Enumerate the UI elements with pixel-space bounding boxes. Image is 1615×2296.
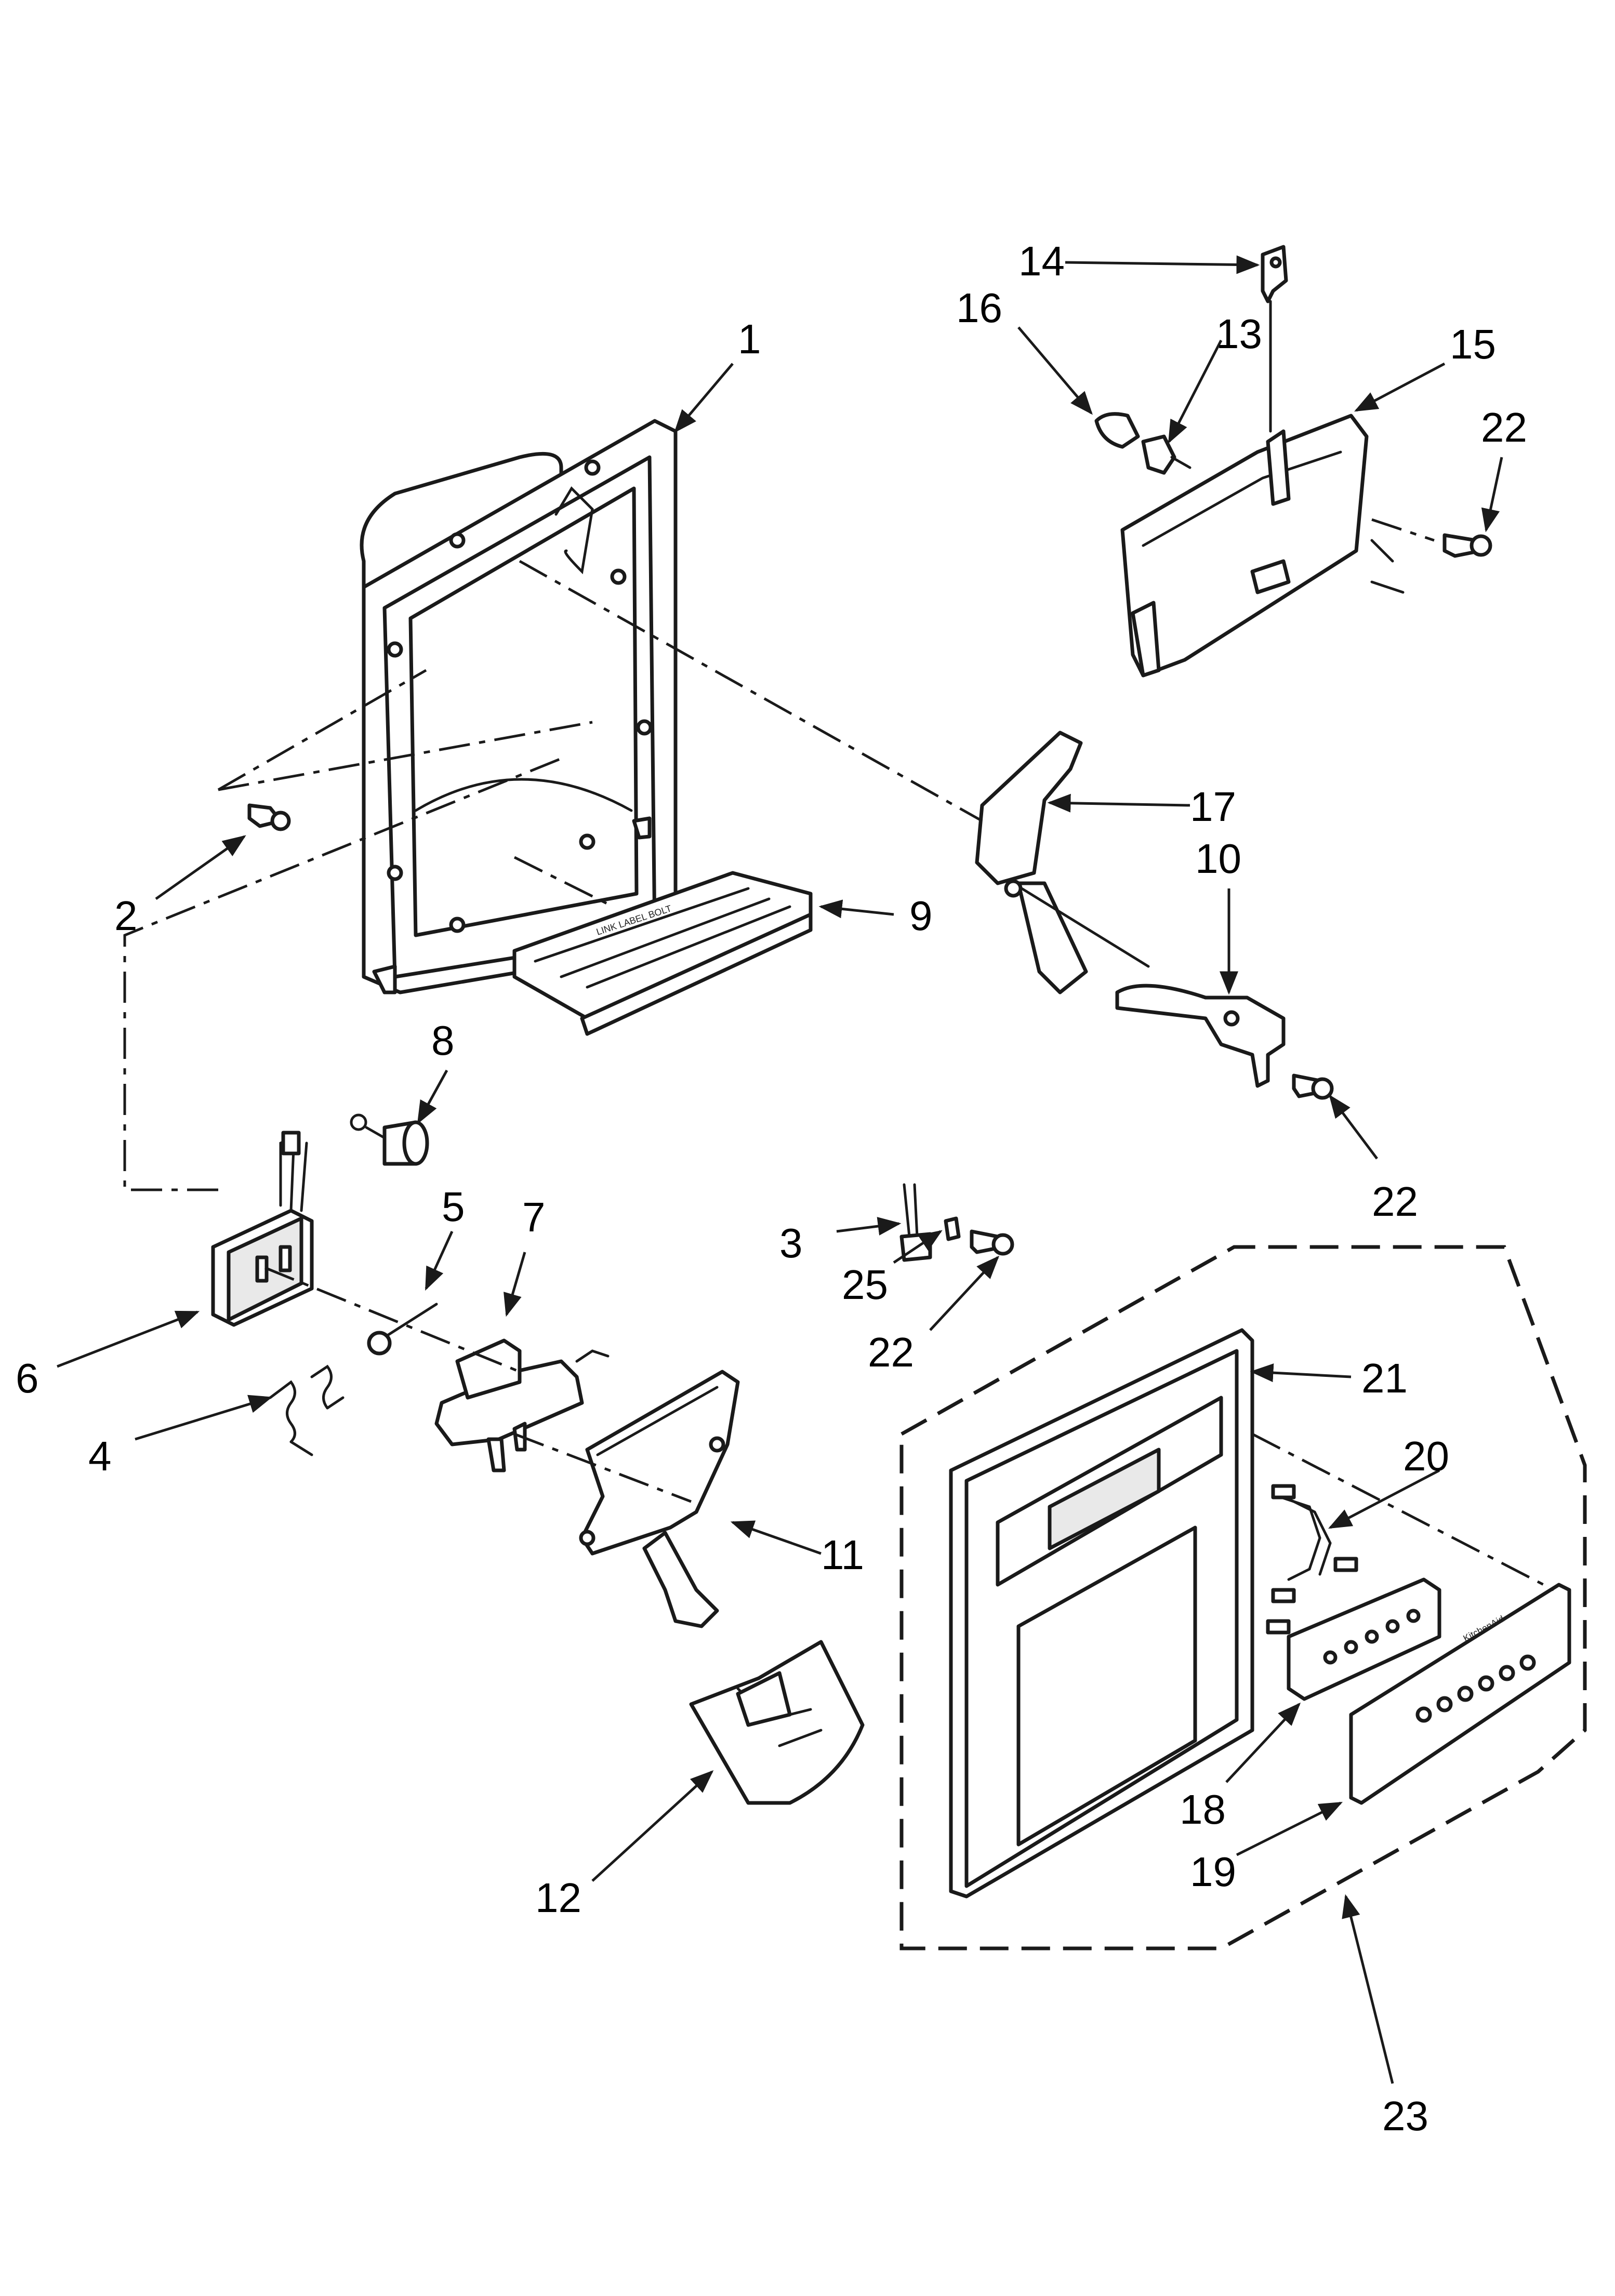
door-housing-bracket — [1120, 414, 1405, 678]
dispenser-lever — [1115, 984, 1286, 1088]
screw-22-middle — [970, 1229, 1014, 1256]
callout-10: 10 — [1195, 835, 1241, 882]
actuator-part-14 — [1261, 245, 1288, 433]
socket-part-13 — [1141, 434, 1192, 475]
callout-3: 3 — [779, 1220, 803, 1266]
auger-motor — [211, 1131, 314, 1327]
chute-door-part-11 — [579, 1370, 740, 1628]
callout-22-top: 22 — [1481, 404, 1527, 450]
wire-harness-part-20 — [1266, 1484, 1358, 1635]
callout-25: 25 — [842, 1262, 888, 1308]
dispenser-front-panel — [949, 1328, 1254, 1899]
callout-19: 19 — [1190, 1849, 1236, 1895]
drip-tray: LINK LABEL BOLT — [512, 871, 813, 1036]
callout-13: 13 — [1216, 311, 1262, 357]
callout-12: 12 — [535, 1875, 581, 1921]
callout-6: 6 — [16, 1355, 39, 1401]
ice-bucket-part-12 — [689, 1640, 865, 1805]
dispenser-housing — [360, 419, 678, 994]
callout-18: 18 — [1180, 1786, 1226, 1833]
springs-part-4 — [269, 1364, 345, 1456]
alignment-lines — [123, 518, 1555, 1591]
callout-22-lever: 22 — [1372, 1178, 1418, 1225]
callout-4: 4 — [88, 1433, 112, 1479]
callout-16: 16 — [956, 285, 1002, 331]
callout-20: 20 — [1403, 1433, 1449, 1479]
leader-lines — [57, 255, 1503, 2084]
callout-15: 15 — [1450, 321, 1496, 367]
callout-5: 5 — [442, 1184, 465, 1230]
callout-11: 11 — [821, 1532, 864, 1578]
callout-17: 17 — [1190, 784, 1236, 830]
callout-7: 7 — [522, 1194, 546, 1240]
ice-chute-door-arm — [975, 731, 1150, 994]
screw-part-2 — [247, 803, 291, 831]
callout-14: 14 — [1018, 238, 1065, 284]
pin-part-5 — [367, 1303, 438, 1356]
damper-part-8 — [350, 1113, 429, 1166]
callout-2: 2 — [114, 893, 138, 939]
callout-22-middle: 22 — [868, 1329, 914, 1375]
callout-labels: 1 2 3 4 5 6 7 8 9 10 11 12 13 14 15 16 1… — [16, 238, 1527, 2139]
control-overlay-part-19: KitchenAid — [1349, 1583, 1571, 1805]
assembly-boundary — [899, 1245, 1587, 1950]
control-board-part-18 — [1287, 1577, 1441, 1701]
clip-part-25 — [944, 1216, 961, 1241]
bulb-part-16 — [1094, 412, 1140, 449]
screw-22-top — [1442, 533, 1492, 558]
callout-1: 1 — [738, 316, 761, 362]
callout-21: 21 — [1361, 1355, 1408, 1401]
callout-9: 9 — [909, 893, 933, 939]
screw-22-lever — [1292, 1073, 1334, 1100]
callout-23: 23 — [1382, 2093, 1428, 2139]
callout-8: 8 — [431, 1017, 455, 1064]
solenoid-part-7 — [434, 1338, 610, 1472]
